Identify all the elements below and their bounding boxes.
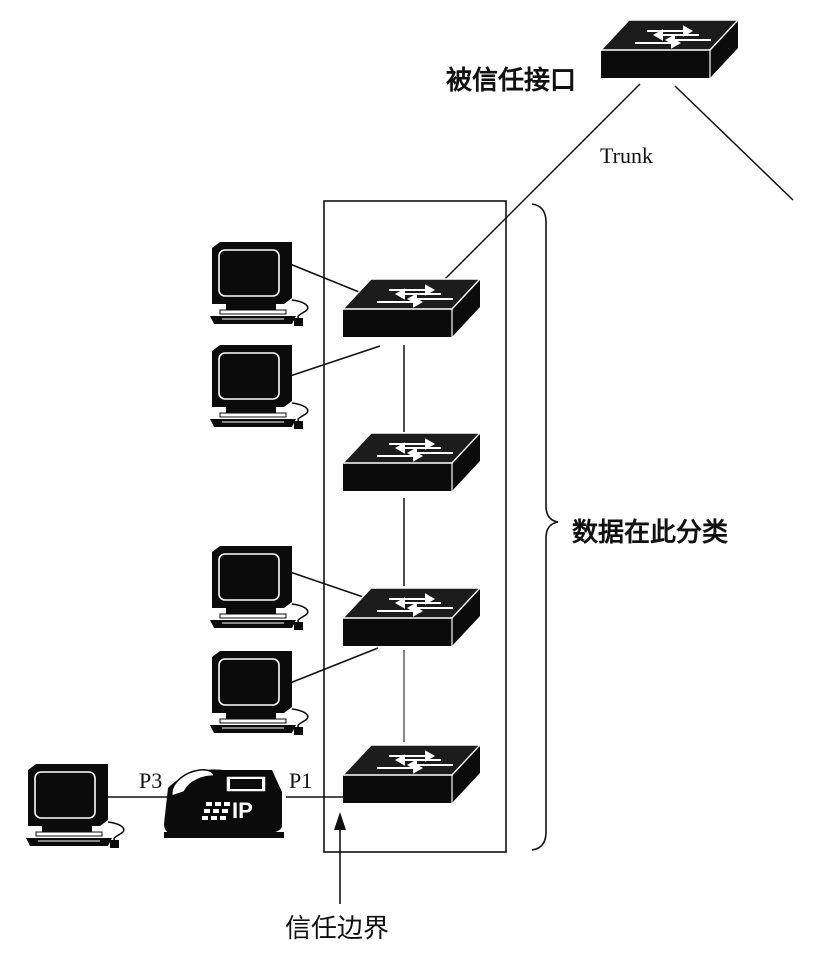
classification-brace [531,203,559,851]
pc-4-icon [209,650,309,736]
access-switch-4-icon [342,744,481,804]
access-switch-1-icon [342,278,481,338]
pc-1-icon [209,241,309,327]
port-p1-label: P1 [289,768,313,793]
pc-5-icon [25,763,125,849]
uplink-line [674,85,794,201]
access-switch-2-icon [342,432,481,492]
pc1-link [289,263,365,295]
trust-boundary-arrow-head [334,812,346,830]
pc-3-icon [209,545,309,631]
trunk-label: Trunk [600,143,653,168]
pc3-link [289,571,373,601]
pc4-link [289,647,379,684]
trust-boundary-label: 信任边界 [285,914,390,944]
access-switch-3-icon [342,587,481,647]
ip-phone-icon [163,768,285,839]
port-p3-label: P3 [139,768,163,793]
ip-phone-badge: IP [232,798,253,823]
pc2-link [289,345,381,377]
classification-label: 数据在此分类 [572,518,729,548]
pc-2-icon [209,344,309,430]
trusted-interface-label: 被信任接口 [446,66,577,96]
core-switch-icon [600,19,739,79]
trunk-link [442,83,641,282]
classification-zone-box [323,200,507,853]
